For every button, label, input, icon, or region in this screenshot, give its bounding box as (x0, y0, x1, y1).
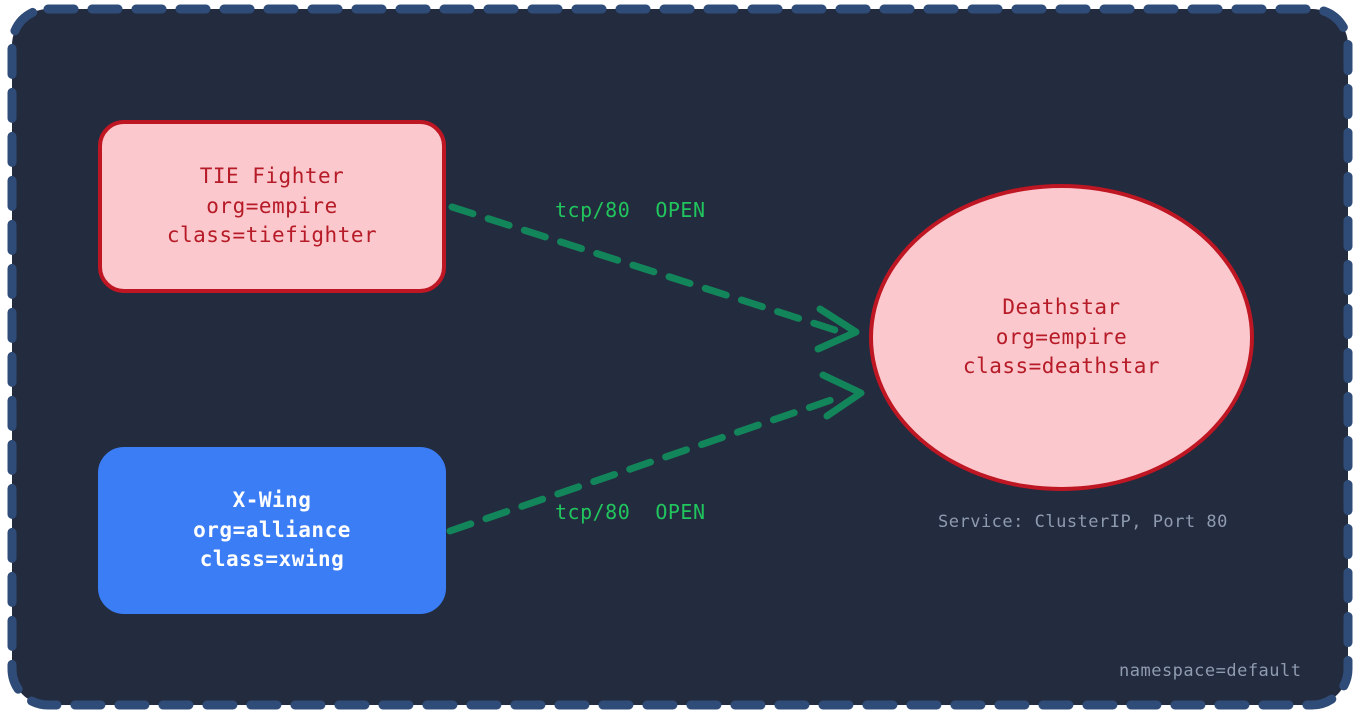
node-deathstar[interactable]: Deathstar org=empire class=deathstar (869, 184, 1254, 491)
node-deathstar-label-class: class=deathstar (962, 354, 1161, 379)
service-annotation: Service: ClusterIP, Port 80 (938, 512, 1228, 532)
node-tiefighter-title: TIE Fighter (199, 163, 345, 188)
node-xwing-label-org: org=alliance (193, 517, 351, 542)
node-xwing[interactable]: X-Wing org=alliance class=xwing (98, 447, 446, 614)
node-tiefighter[interactable]: TIE Fighter org=empire class=tiefighter (98, 120, 446, 293)
node-xwing-label-class: class=xwing (199, 547, 345, 572)
node-deathstar-title: Deathstar (1002, 294, 1121, 319)
node-xwing-title: X-Wing (232, 487, 312, 512)
node-deathstar-label-org: org=empire (995, 324, 1128, 349)
edge-label-xwing-to-deathstar: tcp/80 OPEN (555, 500, 706, 524)
node-tiefighter-label-class: class=tiefighter (166, 223, 378, 248)
namespace-annotation: namespace=default (1119, 661, 1302, 681)
node-tiefighter-label-org: org=empire (206, 193, 338, 218)
edge-label-tie-to-deathstar: tcp/80 OPEN (555, 198, 706, 222)
